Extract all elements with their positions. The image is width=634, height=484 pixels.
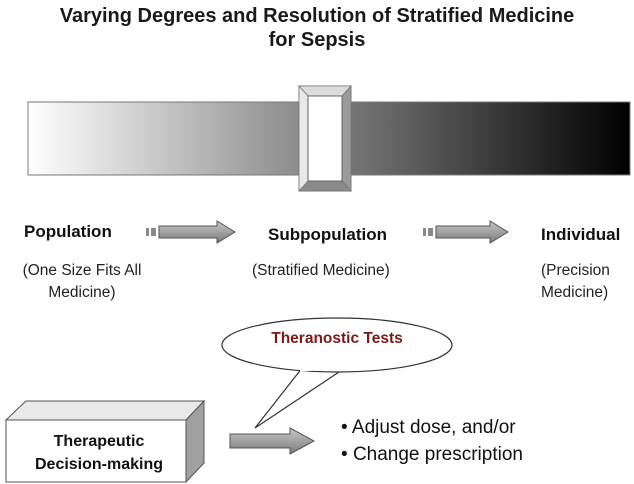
- title-line-1: Varying Degrees and Resolution of Strati…: [59, 5, 575, 27]
- stage-label-individual: Individual: [541, 225, 621, 244]
- slider-marker: [298, 84, 352, 193]
- bullet-item: • Adjust dose, and/or: [341, 417, 516, 438]
- theranostic-callout-bubble: [221, 317, 453, 429]
- arrow-population-to-subpopulation: [146, 220, 236, 244]
- arrow-subpopulation-to-individual: [423, 220, 509, 244]
- arrow-decision-to-actions: [229, 427, 316, 455]
- bullet-item: • Change prescription: [341, 444, 523, 465]
- action-bullet-list: • Adjust dose, and/or • Change prescript…: [341, 414, 523, 468]
- decision-box-label: Therapeutic Decision-making: [14, 430, 184, 476]
- decision-box-3d: [4, 399, 206, 484]
- diagram-title: Varying Degrees and Resolution of Strati…: [0, 4, 634, 52]
- stage-sub-population-line-2: Medicine): [48, 284, 116, 301]
- callout-theranostic-tests: Theranostic Tests: [271, 330, 403, 347]
- decision-box-line-2: Decision-making: [34, 456, 164, 473]
- bullet-text-adjust-dose: Adjust dose, and/or: [351, 417, 516, 438]
- stage-sub-individual-line-1: (Precision: [541, 262, 610, 279]
- stage-sub-population-line-1: (One Size Fits All: [22, 262, 142, 279]
- decision-box-line-1: Therapeutic: [53, 433, 145, 450]
- stage-sub-individual-line-2: Medicine): [541, 284, 609, 301]
- title-line-2: for Sepsis: [268, 29, 366, 51]
- stage-sub-population: (One Size Fits All Medicine): [2, 260, 162, 304]
- bullet-text-change-prescription: Change prescription: [352, 444, 523, 465]
- stage-sub-individual: (Precision Medicine): [541, 260, 633, 304]
- stage-sub-subpopulation-line-1: (Stratified Medicine): [252, 262, 390, 279]
- stage-sub-subpopulation: (Stratified Medicine): [252, 260, 442, 282]
- stage-label-population: Population: [24, 222, 112, 241]
- stage-label-subpopulation: Subpopulation: [268, 225, 387, 244]
